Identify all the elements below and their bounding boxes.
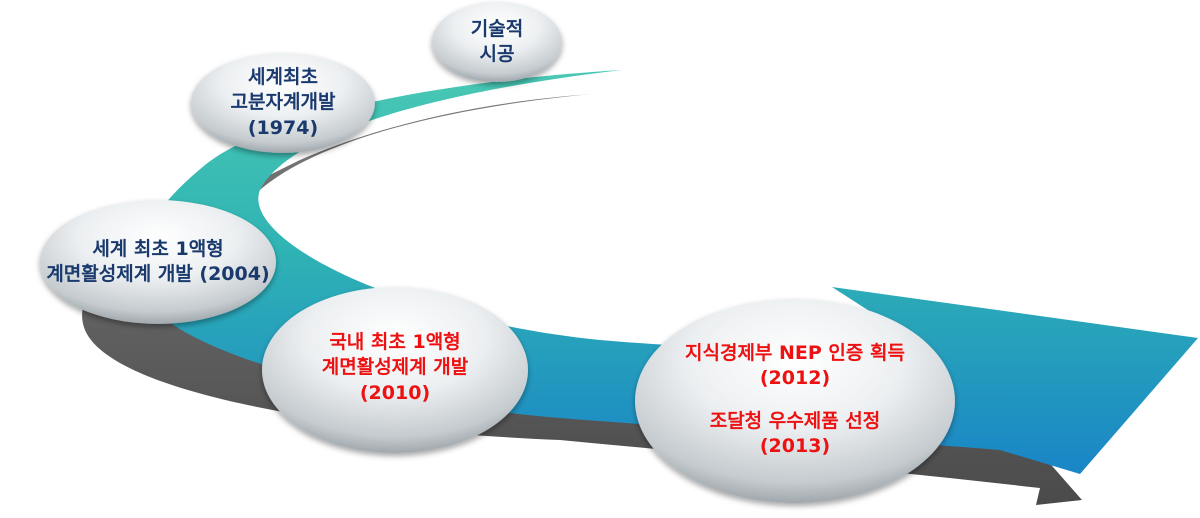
- milestone-label-2: 세계최초 고분자계개발 (1974): [203, 58, 363, 148]
- milestone-5-line-3: 조달청 우수제품 선정: [709, 410, 881, 432]
- milestone-label-5: 지식경제부 NEP 인증 획득 (2012) 조달청 우수제품 선정 (2013…: [650, 330, 940, 470]
- milestone-3-line-2: 계면활성제계 개발 (2004): [46, 263, 270, 285]
- milestone-5-line-4: (2013): [759, 435, 831, 458]
- milestone-label-3: 세계 최초 1액형 계면활성제계 개발 (2004): [40, 226, 276, 298]
- milestone-1-line-1: 기술적: [470, 17, 524, 40]
- milestone-label-4: 국내 최초 1액형 계면활성제계 개발 (2010): [290, 322, 500, 414]
- milestone-bubble-1: [432, 2, 562, 82]
- milestone-bubble-3: [40, 200, 276, 324]
- milestone-bubble-5: [635, 299, 955, 503]
- milestone-2-line-1: 세계최초: [248, 66, 318, 89]
- milestone-label-1: 기술적 시공: [437, 10, 557, 74]
- milestone-2-line-2: 고분자계개발: [230, 91, 336, 114]
- milestone-4-line-2: 계면활성제계 개발: [321, 356, 469, 379]
- milestone-bubble-4: [262, 287, 528, 453]
- milestone-4-line-3: (2010): [359, 381, 431, 404]
- milestone-3-line-1: 세계 최초 1액형: [92, 237, 224, 260]
- milestone-2-line-3: (1974): [247, 116, 319, 139]
- milestone-1-line-2: 시공: [479, 43, 515, 65]
- milestone-4-line-1: 국내 최초 1액형: [329, 331, 461, 354]
- milestone-5-line-2: (2012): [759, 366, 831, 389]
- milestone-bubble-2: [191, 53, 375, 153]
- milestone-5-line-1: 지식경제부 NEP 인증 획득: [685, 341, 905, 364]
